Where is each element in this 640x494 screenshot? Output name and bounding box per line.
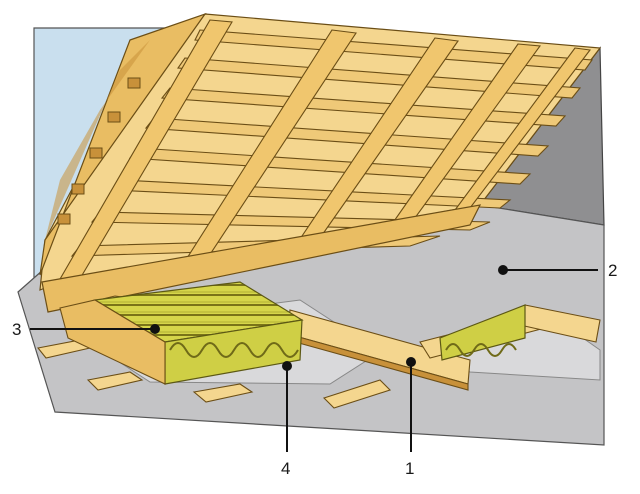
leader-4-dot (282, 361, 292, 371)
roof-structure (39, 12, 602, 313)
callout-label-2: 2 (608, 261, 617, 280)
insulation-right (439, 304, 526, 361)
leader-1-dot (406, 357, 416, 367)
leader-2-dot (498, 265, 508, 275)
leader-3-dot (150, 324, 160, 334)
callout-label-3: 3 (12, 320, 21, 339)
callout-label-1: 1 (405, 459, 414, 478)
insulation-block (59, 281, 304, 385)
callout-label-4: 4 (281, 459, 290, 478)
callout-leaders (30, 265, 598, 452)
